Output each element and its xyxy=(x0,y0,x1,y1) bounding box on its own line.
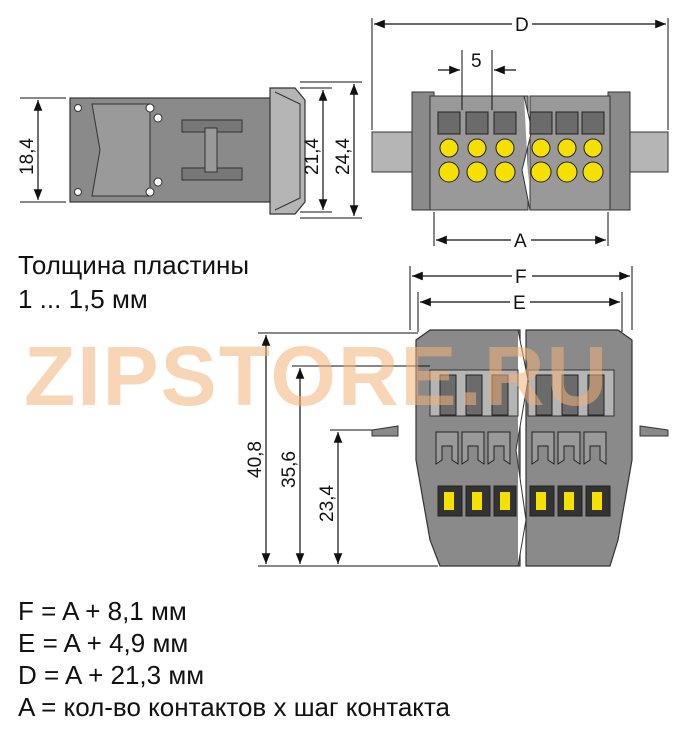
dim-label-pitch: 5 xyxy=(471,51,482,72)
formula-e: E = A + 4,9 мм xyxy=(18,628,189,658)
dim-front-40-8: 40,8 xyxy=(245,332,438,567)
dim-f: F xyxy=(409,263,633,330)
dim-label-d: D xyxy=(515,15,529,36)
side-view xyxy=(69,87,306,215)
dim-h2: 24,4 xyxy=(300,81,362,219)
dim-e: E xyxy=(417,289,623,332)
plate-thickness-line2: 1 ... 1,5 мм xyxy=(18,284,148,314)
dim-front-23-4: 23,4 xyxy=(317,429,372,564)
dim-label-f: F xyxy=(515,267,527,288)
dim-a-top: A xyxy=(433,212,609,252)
dim-height-side: 18,4 xyxy=(17,97,66,203)
dim-h1: 21,4 xyxy=(300,87,332,213)
front-view xyxy=(371,329,669,567)
top-view xyxy=(371,91,669,211)
dim-label-a: A xyxy=(514,231,527,252)
dim-label-e: E xyxy=(513,293,526,314)
dim-label-23-4: 23,4 xyxy=(317,485,338,522)
dim-d: D xyxy=(371,12,669,130)
dim-front-35-6: 35,6 xyxy=(279,365,430,564)
front-clamps xyxy=(435,431,607,465)
dim-label-35-6: 35,6 xyxy=(279,451,300,488)
dim-label-40-8: 40,8 xyxy=(245,441,266,478)
front-slots xyxy=(439,374,605,416)
formula-d: D = A + 21,3 мм xyxy=(18,660,205,690)
plate-thickness-line1: Толщина пластины xyxy=(18,250,250,280)
formula-a: A = кол-во контактов x шаг контакта xyxy=(18,692,451,722)
front-contacts-yellow xyxy=(437,485,611,517)
dim-pitch: 5 xyxy=(438,50,516,110)
dim-label-18-4: 18,4 xyxy=(17,138,38,175)
watermark: ZIPSTORE.RU xyxy=(24,329,609,423)
formula-f: F = A + 8,1 мм xyxy=(18,596,187,626)
dim-label-24-4: 24,4 xyxy=(333,138,354,175)
dim-label-21-4: 21,4 xyxy=(302,138,323,175)
contact-row-top xyxy=(437,111,605,183)
